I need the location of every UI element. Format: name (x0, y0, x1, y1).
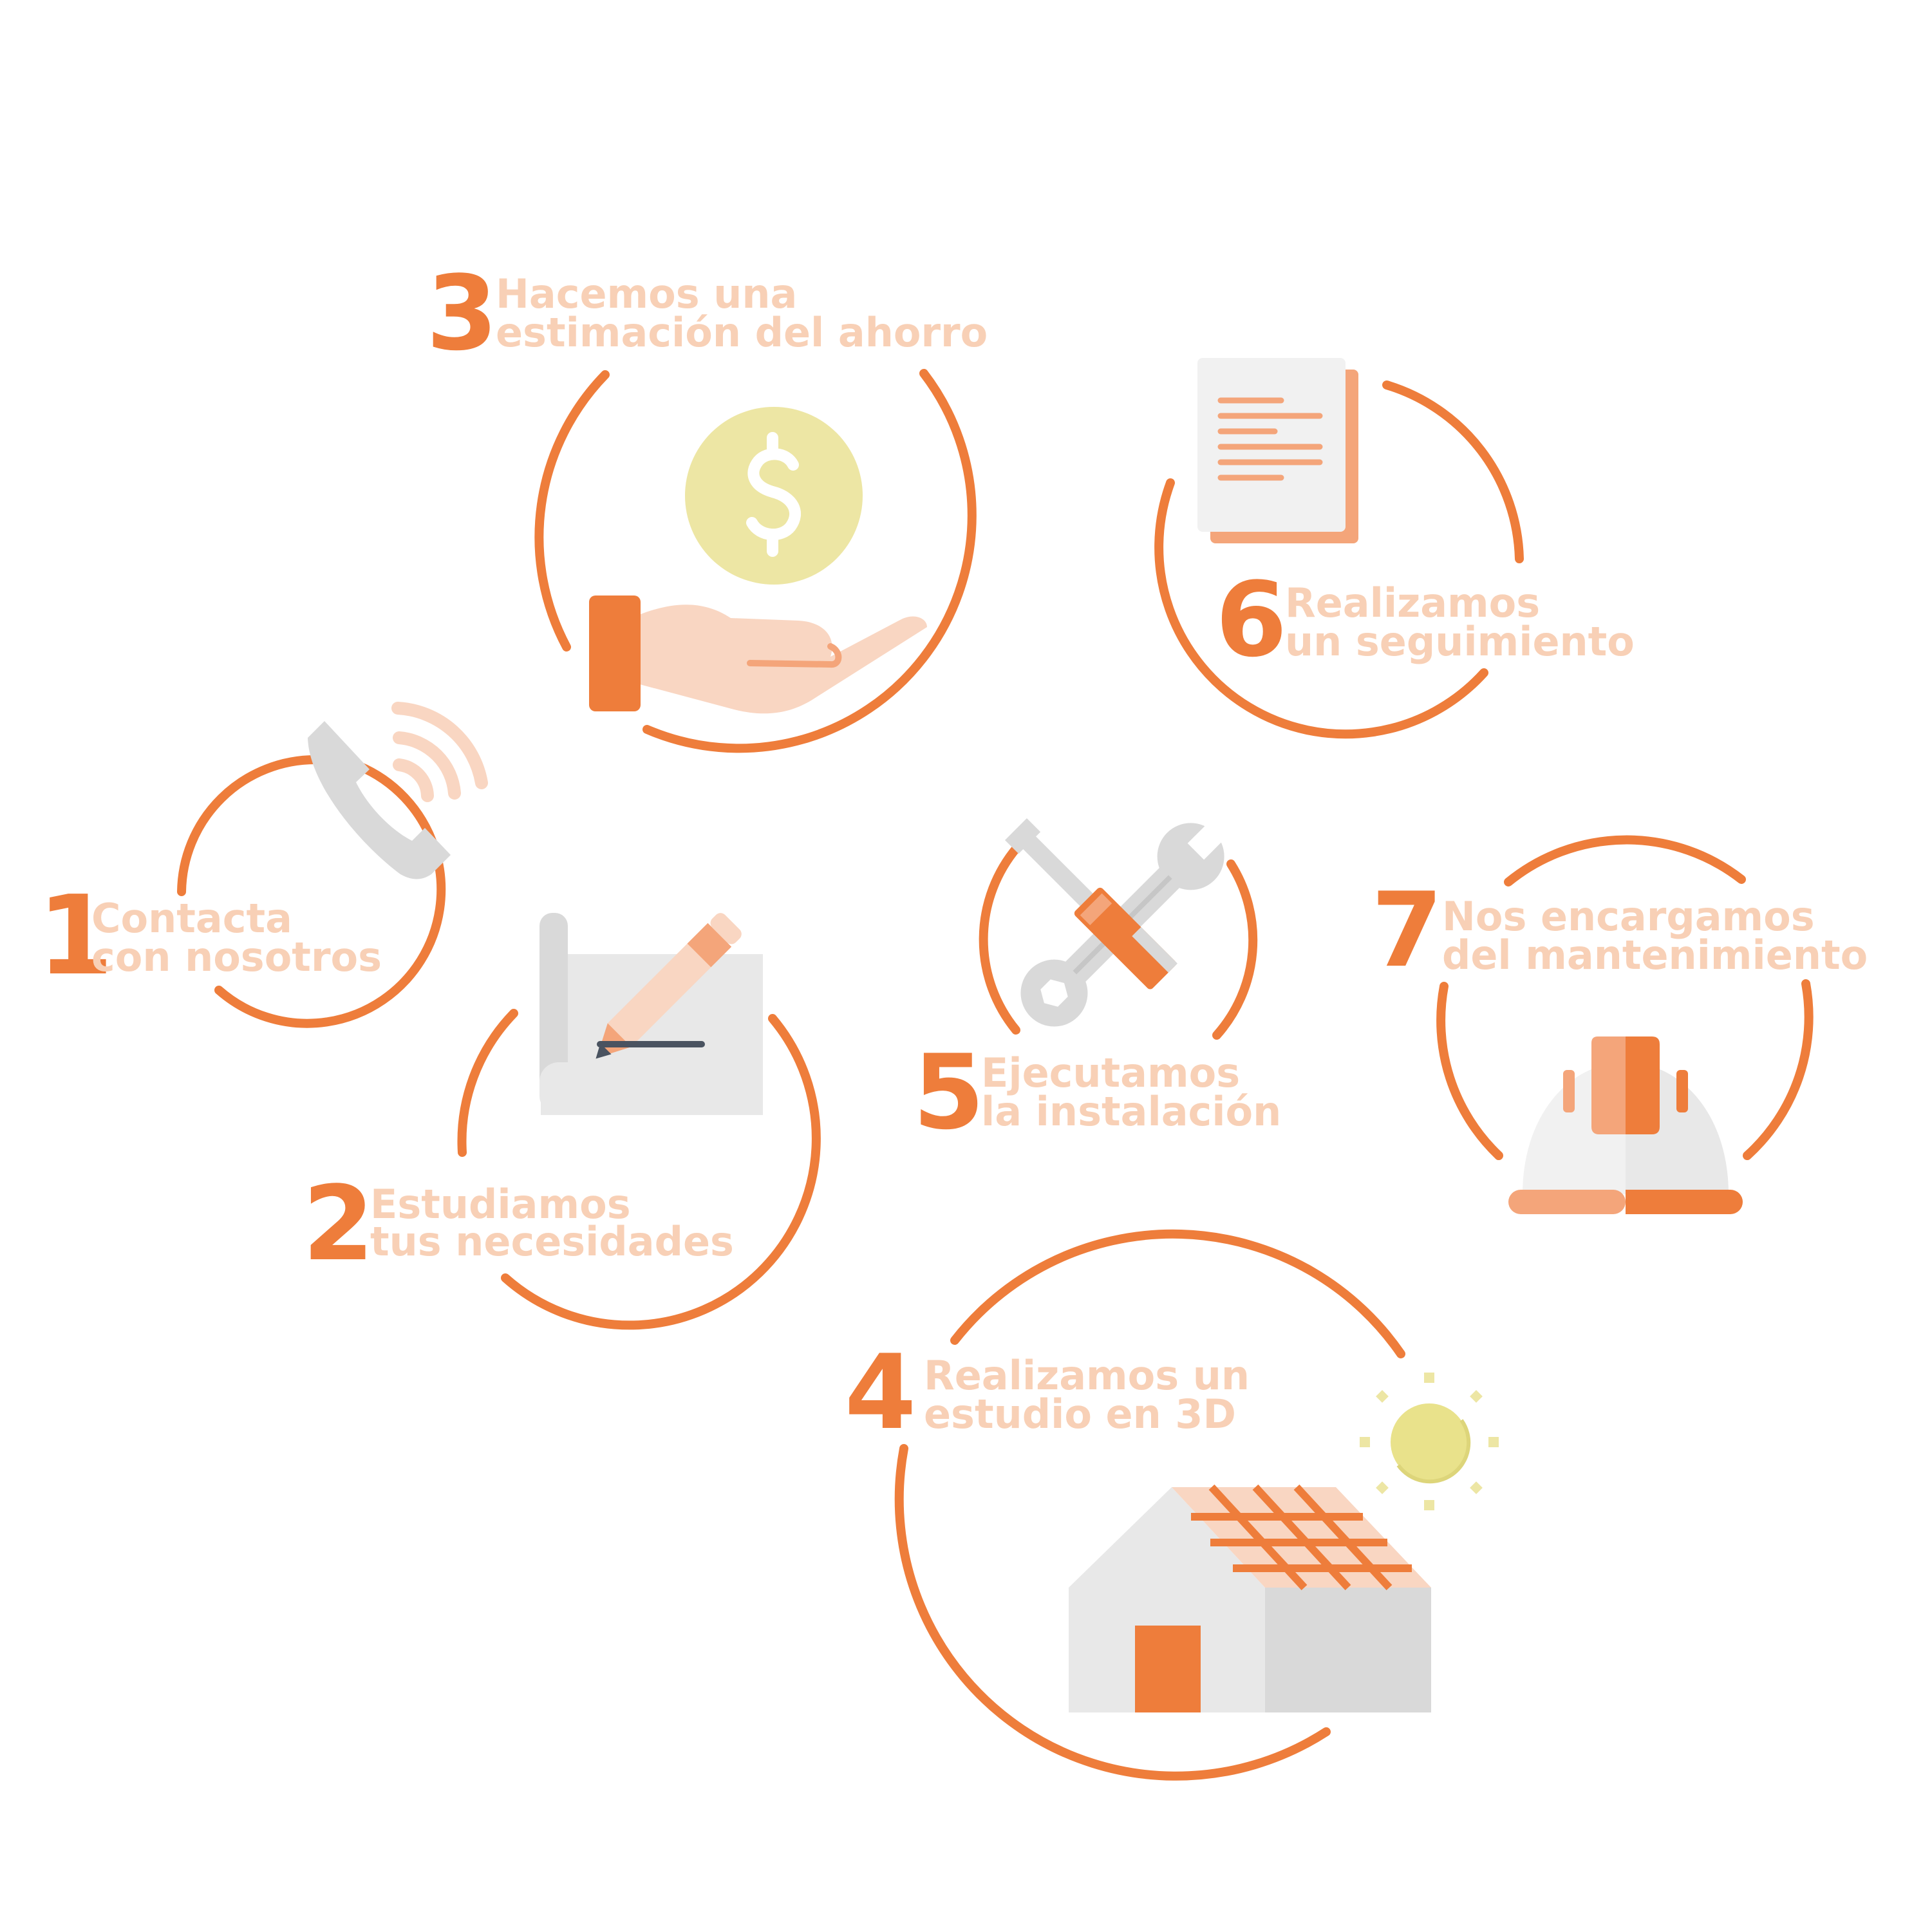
step-4-number: 4 (845, 1332, 916, 1452)
hand-coin-icon (589, 407, 927, 714)
step-2-label-line2: tus necesidades (370, 1218, 734, 1265)
step-6: 6 Realizamos un seguimiento (1154, 358, 1635, 739)
step-3-number: 3 (426, 253, 498, 373)
tools-icon (1005, 818, 1226, 1027)
step-6-label-line1: Realizamos (1285, 579, 1540, 626)
step-5: 5 Ejecutamos la instalación (913, 818, 1281, 1152)
step-4-ring (894, 1229, 1405, 1781)
step-3-ring (534, 369, 977, 753)
step-7-label-line2: del mantenimiento (1442, 932, 1868, 979)
step-2-label-line1: Estudiamos (370, 1181, 631, 1228)
step-7-ring (1436, 835, 1814, 1160)
step-3-label-line1: Hacemos una (496, 270, 797, 317)
step-4-label-line2: estudio en 3D (924, 1391, 1236, 1438)
step-2: 2 Estudiamos tus necesidades (303, 913, 821, 1330)
step-7-label-line1: Nos encargamos (1442, 893, 1815, 940)
step-6-number: 6 (1215, 559, 1287, 680)
step-2-number: 2 (303, 1163, 374, 1284)
step-1-label-line1: Contacta (91, 895, 292, 942)
step-5-ring (979, 843, 1258, 1040)
step-4: 4 Realizamos un estudio en 3D (845, 1229, 1499, 1781)
step-2-ring (457, 1009, 821, 1330)
document-icon (1197, 358, 1358, 543)
step-1-label-line2: con nosotros (91, 933, 382, 980)
blueprint-pencil-icon (539, 913, 763, 1115)
step-5-number: 5 (913, 1032, 984, 1152)
step-6-label-line2: un seguimiento (1285, 618, 1635, 665)
step-3-label-line2: estimación del ahorro (496, 309, 988, 356)
phone-icon (308, 702, 488, 879)
step-5-label-line2: la instalación (981, 1088, 1281, 1135)
step-1-ring (177, 755, 446, 1028)
hard-hat-icon (1508, 1036, 1743, 1214)
step-1-number: 1 (37, 872, 113, 1000)
house-solar-icon (1069, 1373, 1499, 1712)
step-4-label-line1: Realizamos un (924, 1352, 1250, 1399)
step-7: 7 Nos encargamos del mantenimiento (1371, 835, 1868, 1214)
step-6-ring (1154, 380, 1524, 739)
step-3: 3 Hacemos una estimación del ahorro (426, 253, 988, 753)
step-7-number: 7 (1371, 870, 1443, 990)
step-5-label-line1: Ejecutamos (981, 1049, 1240, 1096)
step-1: 1 Contacta con nosotros (37, 702, 488, 1028)
